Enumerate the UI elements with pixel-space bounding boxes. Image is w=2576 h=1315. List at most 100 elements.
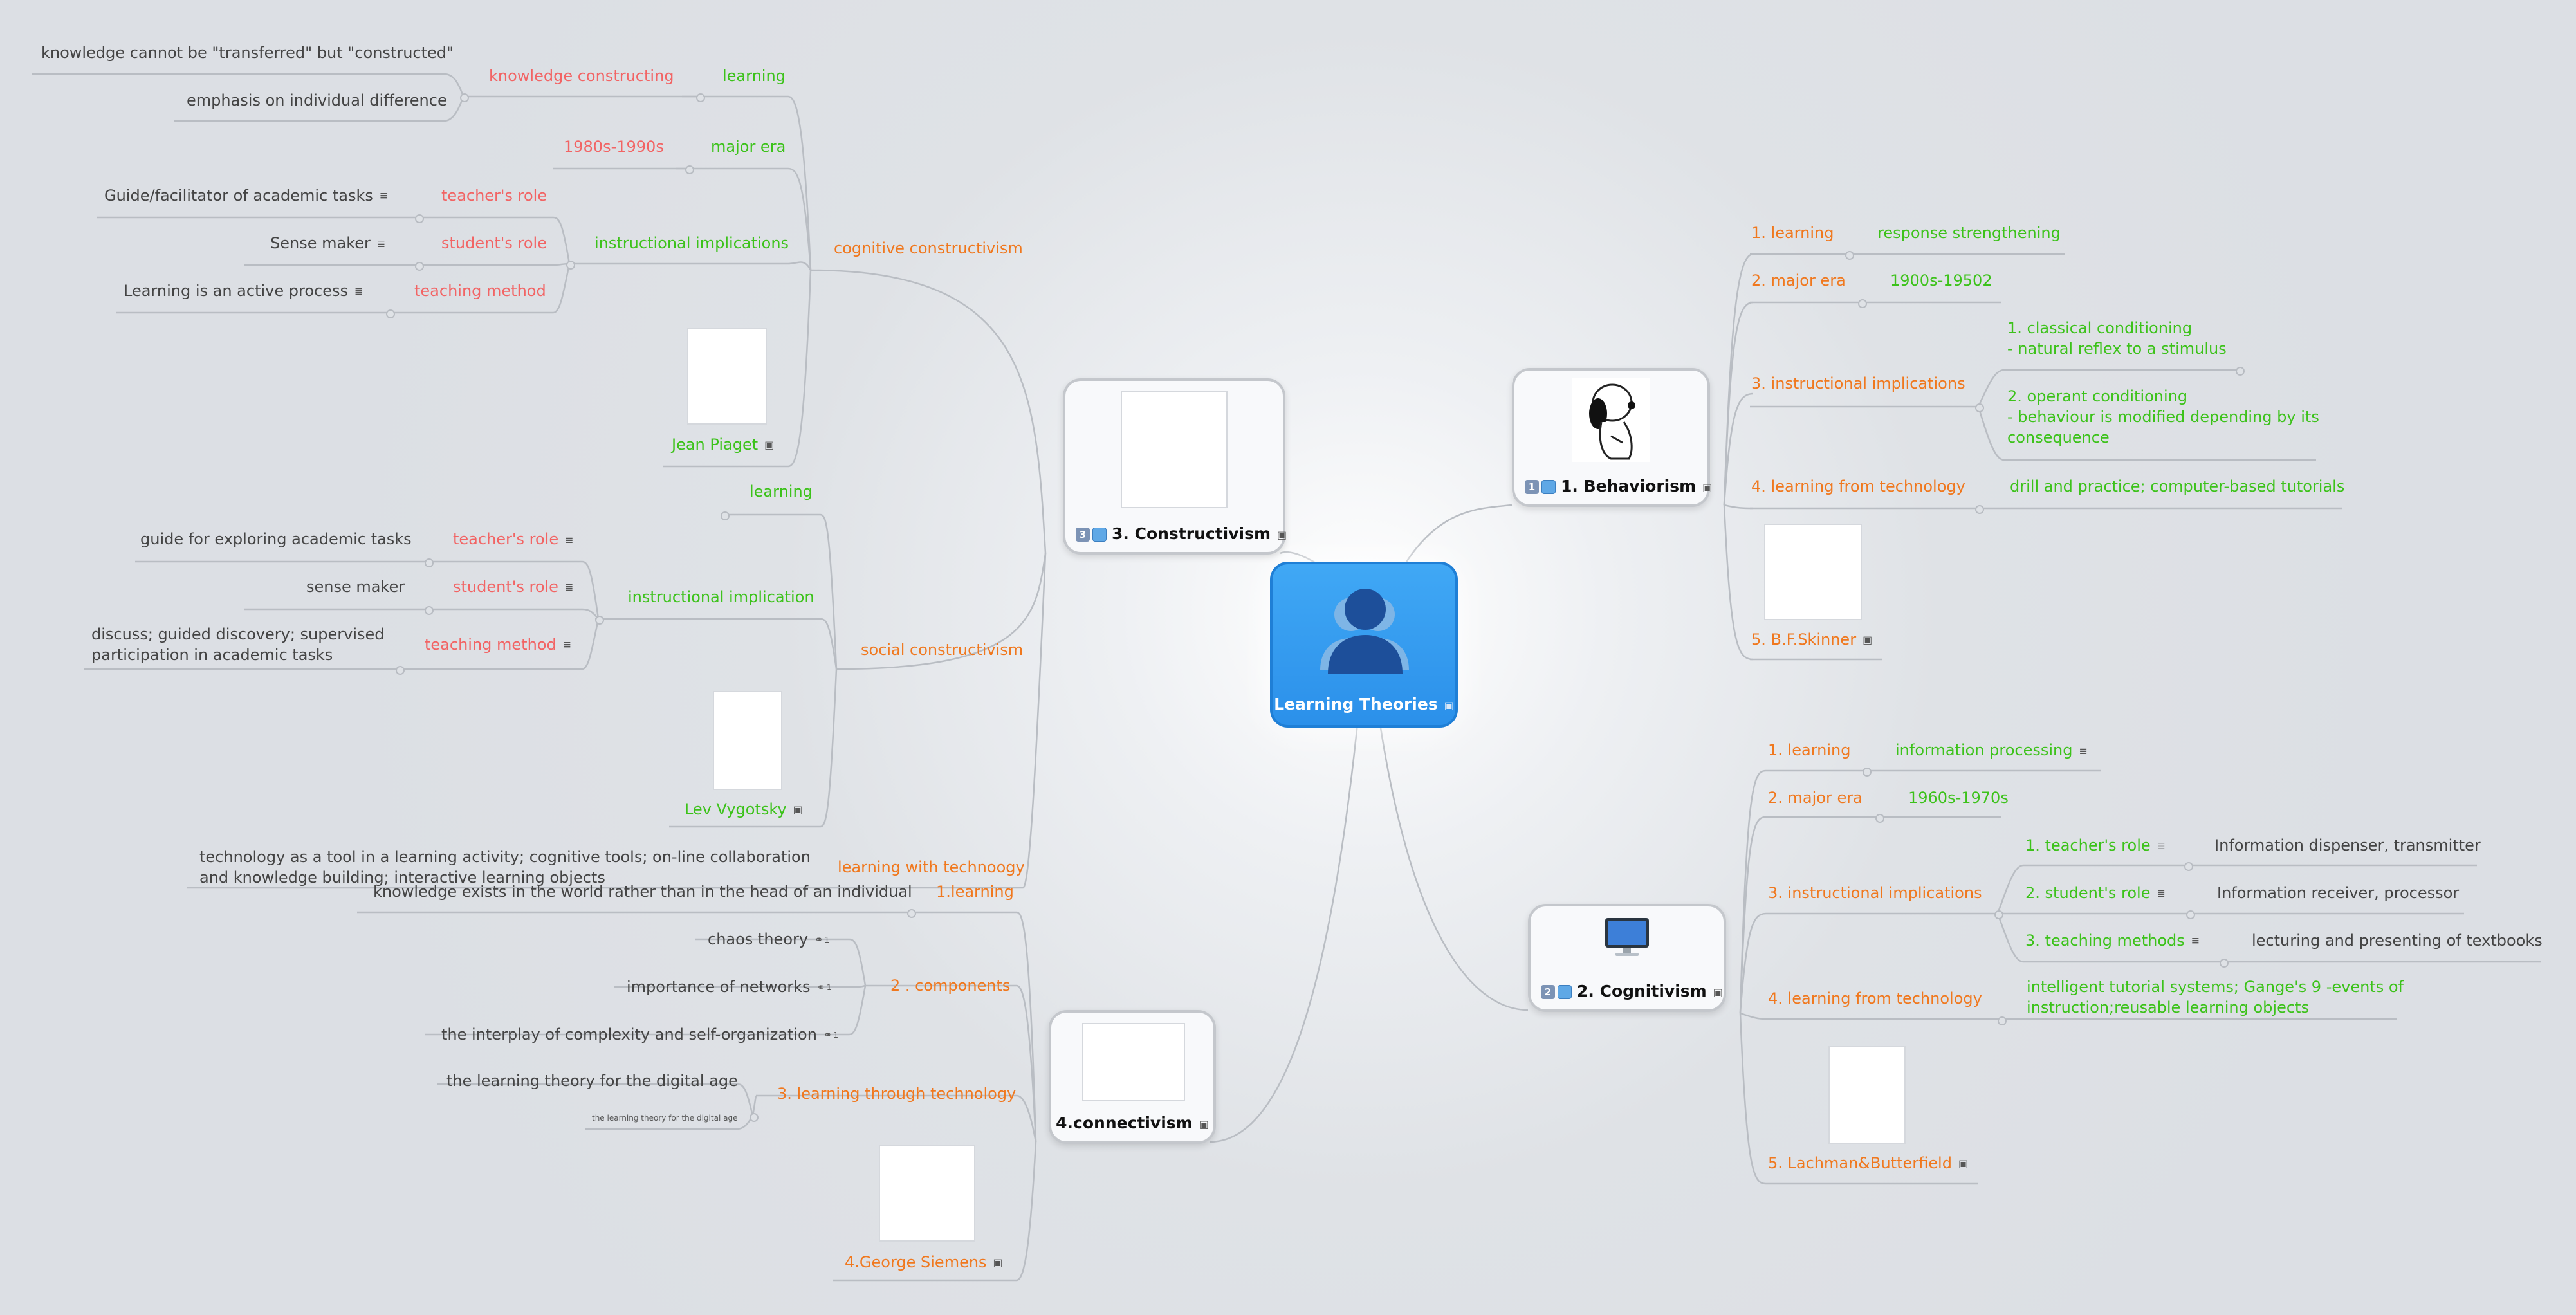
cognitivism-teaching-methods[interactable]: 3. teaching methods≣	[2025, 930, 2200, 952]
social-implication[interactable]: instructional implication	[628, 588, 814, 606]
digital-age-theory[interactable]: the learning theory for the digital age	[446, 1072, 738, 1090]
connector-dot[interactable]	[2220, 959, 2229, 968]
behaviorism-era-value[interactable]: 1900s-19502	[1890, 271, 1992, 290]
behaviorism-impl-2-detail[interactable]: - behaviour is modified depending by its	[2007, 408, 2319, 426]
behaviorism-impl-1-detail[interactable]: - natural reflex to a stimulus	[2007, 340, 2227, 358]
connectivism-components[interactable]: 2 . components	[890, 977, 1011, 995]
social-teaching-method[interactable]: teaching method≣	[425, 634, 571, 656]
connectivism-learning[interactable]: 1.learning	[936, 883, 1014, 901]
behaviorism-technology-value[interactable]: drill and practice; computer-based tutor…	[2010, 477, 2345, 495]
social-constructivism[interactable]: social constructivism	[861, 641, 1024, 659]
chaos-theory[interactable]: chaos theory⚭1	[708, 929, 829, 950]
cognitivism-teacher-role-value[interactable]: Information dispenser, transmitter	[2214, 836, 2481, 854]
cognitivism-student-role[interactable]: 2. student's role≣	[2025, 883, 2166, 904]
connector-dot[interactable]	[460, 93, 469, 102]
cognitivism-era-value[interactable]: 1960s-1970s	[1908, 789, 2009, 807]
connector-dot[interactable]	[721, 511, 730, 520]
connector-dot[interactable]	[566, 261, 575, 270]
connector-dot[interactable]	[425, 558, 434, 567]
individual-difference[interactable]: emphasis on individual difference	[187, 91, 447, 109]
importance-of-networks[interactable]: importance of networks⚭1	[627, 977, 832, 998]
cognitive-teaching-method[interactable]: teaching method	[414, 282, 546, 300]
knowledge-constructing[interactable]: knowledge constructing	[489, 67, 674, 85]
behaviorism-learning-value[interactable]: response strengthening	[1877, 224, 2061, 242]
technology-tool-text-2[interactable]: and knowledge building; interactive lear…	[199, 869, 605, 887]
cognitive-teacher-role[interactable]: teacher's role	[441, 187, 547, 205]
cognitivism-technology[interactable]: 4. learning from technology	[1768, 989, 1982, 1007]
cognitive-student-role-value[interactable]: Sense maker≣	[270, 233, 385, 254]
connector-dot[interactable]	[1975, 505, 1984, 514]
cognitivism-teaching-methods-value[interactable]: lecturing and presenting of textbooks	[2252, 932, 2543, 950]
cognitive-teacher-role-value[interactable]: Guide/facilitator of academic tasks≣	[104, 185, 388, 207]
connector-dot[interactable]	[595, 616, 604, 625]
connector-dot[interactable]	[1875, 814, 1884, 823]
central-topic[interactable]: Learning Theories▣	[1270, 562, 1458, 728]
cognitivism-teacher-role[interactable]: 1. teacher's role≣	[2025, 835, 2166, 856]
connector-dot[interactable]	[1994, 910, 2003, 919]
cognitive-student-role[interactable]: student's role	[441, 234, 547, 252]
connector-dot[interactable]	[2236, 367, 2245, 376]
cognitivism-technology-value-2[interactable]: instruction;reusable learning objects	[2027, 998, 2309, 1016]
connectivism-card[interactable]: 4.connectivism▣	[1049, 1010, 1216, 1144]
digital-age-theory-small[interactable]: the learning theory for the digital age	[592, 1114, 738, 1123]
connector-dot[interactable]	[1863, 768, 1872, 777]
complexity-self-organization[interactable]: the interplay of complexity and self-org…	[441, 1024, 838, 1045]
jean-piaget[interactable]: Jean Piaget▣	[672, 434, 774, 455]
connector-dot[interactable]	[1975, 403, 1984, 412]
knowledge-constructed[interactable]: knowledge cannot be "transferred" but "c…	[41, 44, 454, 62]
cognitivism-learning-value[interactable]: information processing≣	[1895, 740, 2088, 761]
social-student-role[interactable]: student's role≣	[453, 576, 573, 598]
connector-dot[interactable]	[415, 214, 424, 223]
behaviorism-era[interactable]: 2. major era	[1751, 271, 1846, 290]
cognitivism-era[interactable]: 2. major era	[1768, 789, 1863, 807]
behaviorism-impl-2[interactable]: 2. operant conditioning	[2007, 387, 2188, 405]
cognitive-implications[interactable]: instructional implications	[594, 234, 789, 252]
connector-dot[interactable]	[386, 309, 395, 318]
cognitivism-technology-value[interactable]: intelligent tutorial systems; Gange's 9 …	[2027, 978, 2404, 996]
behaviorism-learning[interactable]: 1. learning	[1751, 224, 1834, 242]
connector-dot[interactable]	[907, 909, 916, 918]
connector-dot[interactable]	[396, 666, 405, 675]
people-icon	[1320, 589, 1409, 674]
connector-dot[interactable]	[2186, 910, 2195, 919]
behaviorism-impl-2-detail-2[interactable]: consequence	[2007, 428, 2110, 446]
connector-dot[interactable]	[685, 165, 694, 174]
cognitivism-student-role-value[interactable]: Information receiver, processor	[2217, 884, 2460, 902]
social-learning[interactable]: learning	[750, 483, 813, 501]
behaviorism-implications[interactable]: 3. instructional implications	[1751, 374, 1965, 392]
learning-through-technology[interactable]: 3. learning through technology	[777, 1085, 1017, 1103]
cognitivism-learning[interactable]: 1. learning	[1768, 741, 1851, 759]
connector-dot[interactable]	[2184, 862, 2193, 871]
connector-dot[interactable]	[750, 1113, 759, 1122]
learning-with-technology[interactable]: learning with technoogy	[838, 858, 1025, 876]
behaviorism-person[interactable]: 5. B.F.Skinner▣	[1751, 629, 1872, 650]
social-teaching-method-value-2[interactable]: participation in academic tasks	[91, 646, 333, 664]
connector-dot[interactable]	[415, 262, 424, 271]
connector-dot[interactable]	[1858, 299, 1867, 308]
cognitive-learning[interactable]: learning	[722, 67, 786, 85]
cognitivism-implications[interactable]: 3. instructional implications	[1768, 884, 1982, 902]
cognitive-teaching-method-value[interactable]: Learning is an active process≣	[124, 280, 363, 302]
connector-dot[interactable]	[1998, 1016, 2007, 1025]
connectivism-learning-value[interactable]: knowledge exists in the world rather tha…	[373, 883, 912, 901]
constructivism-title: 3. Constructivism	[1112, 524, 1271, 543]
technology-tool-text[interactable]: technology as a tool in a learning activ…	[199, 848, 811, 866]
behaviorism-impl-1[interactable]: 1. classical conditioning	[2007, 319, 2193, 337]
social-teacher-role[interactable]: teacher's role≣	[453, 529, 574, 550]
connector-dot[interactable]	[696, 93, 705, 102]
social-student-role-value[interactable]: sense maker	[306, 578, 405, 596]
cognitivism-person[interactable]: 5. Lachman&Butterfield▣	[1768, 1153, 1968, 1174]
social-teacher-role-value[interactable]: guide for exploring academic tasks	[140, 530, 412, 548]
cognitive-major-era[interactable]: major era	[711, 138, 786, 156]
social-teaching-method-value[interactable]: discuss; guided discovery; supervised	[91, 625, 385, 643]
george-siemens[interactable]: 4.George Siemens▣	[845, 1252, 1003, 1273]
cognitive-era-value[interactable]: 1980s-1990s	[564, 138, 664, 156]
connector-dot[interactable]	[425, 606, 434, 615]
cognitive-constructivism[interactable]: cognitive constructivism	[834, 239, 1023, 257]
connector-dot[interactable]	[1845, 251, 1854, 260]
lev-vygotsky[interactable]: Lev Vygotsky▣	[685, 799, 803, 820]
behaviorism-technology[interactable]: 4. learning from technology	[1751, 477, 1965, 495]
